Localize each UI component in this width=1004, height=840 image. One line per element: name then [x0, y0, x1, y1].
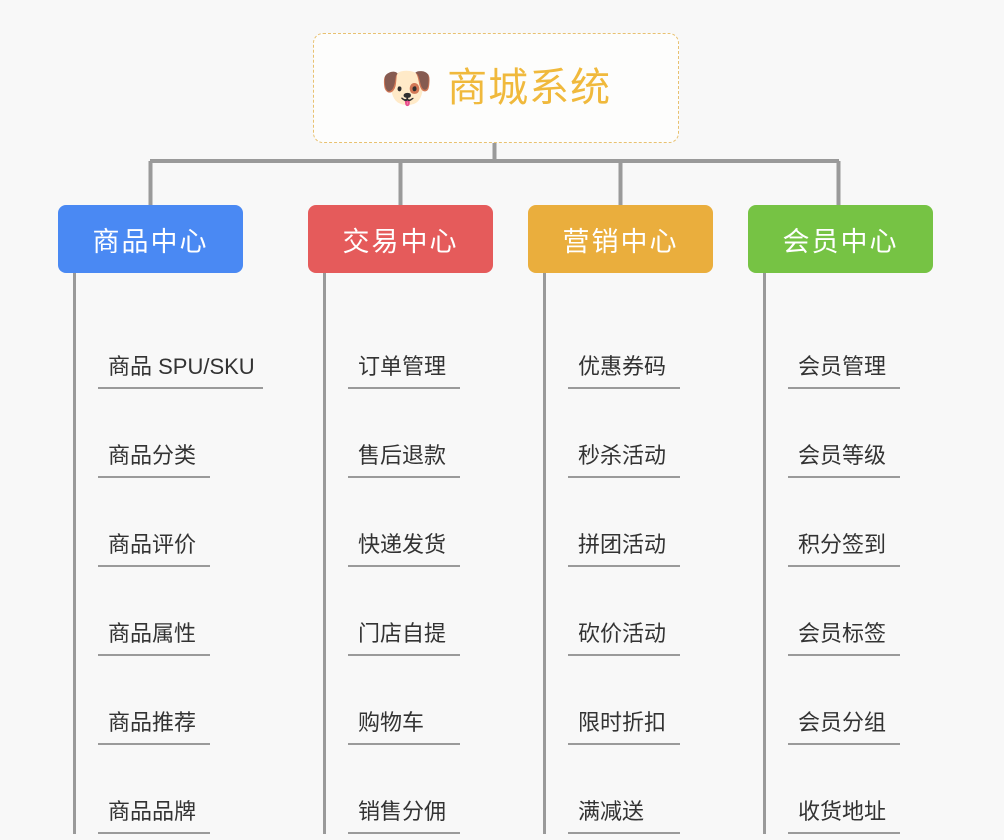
category-label: 营销中心	[562, 226, 679, 257]
leaf-item[interactable]: 商品 SPU/SKU	[76, 300, 278, 389]
leaf-label: 满减送	[568, 798, 680, 834]
category-label: 交易中心	[342, 226, 459, 257]
leaf-label: 快递发货	[348, 531, 460, 567]
leaf-label: 门店自提	[348, 620, 460, 656]
leaf-stack-marketing: 优惠券码 秒杀活动 拼团活动 砍价活动 限时折扣 满减送	[543, 273, 748, 834]
category-column-marketing: 营销中心 优惠券码 秒杀活动 拼团活动 砍价活动 限时折扣 满减送	[528, 205, 748, 834]
leaf-label: 销售分佣	[348, 798, 460, 834]
leaf-stack-trade: 订单管理 售后退款 快递发货 门店自提 购物车 销售分佣	[323, 273, 528, 834]
leaf-label: 会员分组	[788, 709, 900, 745]
leaf-item[interactable]: 拼团活动	[546, 478, 748, 567]
category-header-marketing[interactable]: 营销中心	[528, 205, 713, 273]
leaf-item[interactable]: 会员管理	[766, 300, 968, 389]
leaf-item[interactable]: 砍价活动	[546, 567, 748, 656]
leaf-item[interactable]: 商品分类	[76, 389, 278, 478]
leaf-label: 收货地址	[788, 798, 900, 834]
leaf-label: 拼团活动	[568, 531, 680, 567]
leaf-item[interactable]: 门店自提	[326, 567, 528, 656]
category-column-product: 商品中心 商品 SPU/SKU 商品分类 商品评价 商品属性 商品推荐 商品品牌	[58, 205, 278, 834]
leaf-label: 商品 SPU/SKU	[98, 353, 263, 389]
leaf-label: 积分签到	[788, 531, 900, 567]
leaf-item[interactable]: 优惠券码	[546, 300, 748, 389]
leaf-item[interactable]: 快递发货	[326, 478, 528, 567]
leaf-item[interactable]: 商品评价	[76, 478, 278, 567]
leaf-item[interactable]: 秒杀活动	[546, 389, 748, 478]
leaf-item[interactable]: 售后退款	[326, 389, 528, 478]
root-title: 商城系统	[447, 66, 612, 110]
leaf-label: 商品品牌	[98, 798, 210, 834]
leaf-label: 购物车	[348, 709, 460, 745]
leaf-item[interactable]: 限时折扣	[546, 656, 748, 745]
category-header-product[interactable]: 商品中心	[58, 205, 243, 273]
leaf-label: 订单管理	[348, 353, 460, 389]
leaf-label: 砍价活动	[568, 620, 680, 656]
leaf-label: 商品属性	[98, 620, 210, 656]
leaf-item[interactable]: 商品品牌	[76, 745, 278, 834]
leaf-stack-product: 商品 SPU/SKU 商品分类 商品评价 商品属性 商品推荐 商品品牌	[73, 273, 278, 834]
leaf-item[interactable]: 购物车	[326, 656, 528, 745]
leaf-label: 商品评价	[98, 531, 210, 567]
category-column-member: 会员中心 会员管理 会员等级 积分签到 会员标签 会员分组 收货地址	[748, 205, 968, 834]
category-header-trade[interactable]: 交易中心	[308, 205, 493, 273]
leaf-item[interactable]: 商品属性	[76, 567, 278, 656]
leaf-item[interactable]: 会员分组	[766, 656, 968, 745]
leaf-label: 售后退款	[348, 442, 460, 478]
category-header-member[interactable]: 会员中心	[748, 205, 933, 273]
leaf-label: 商品推荐	[98, 709, 210, 745]
leaf-item[interactable]: 满减送	[546, 745, 748, 834]
leaf-stack-member: 会员管理 会员等级 积分签到 会员标签 会员分组 收货地址	[763, 273, 968, 834]
leaf-item[interactable]: 商品推荐	[76, 656, 278, 745]
leaf-item[interactable]: 收货地址	[766, 745, 968, 834]
leaf-label: 秒杀活动	[568, 442, 680, 478]
leaf-item[interactable]: 订单管理	[326, 300, 528, 389]
leaf-item[interactable]: 会员等级	[766, 389, 968, 478]
leaf-label: 会员等级	[788, 442, 900, 478]
leaf-label: 商品分类	[98, 442, 210, 478]
leaf-label: 优惠券码	[568, 353, 680, 389]
category-label: 商品中心	[92, 226, 209, 257]
category-column-trade: 交易中心 订单管理 售后退款 快递发货 门店自提 购物车 销售分佣	[308, 205, 528, 834]
leaf-label: 会员标签	[788, 620, 900, 656]
leaf-item[interactable]: 会员标签	[766, 567, 968, 656]
leaf-item[interactable]: 积分签到	[766, 478, 968, 567]
leaf-label: 限时折扣	[568, 709, 680, 745]
leaf-item[interactable]: 销售分佣	[326, 745, 528, 834]
dog-face-icon: 🐶	[380, 64, 434, 111]
category-label: 会员中心	[782, 226, 899, 257]
leaf-label: 会员管理	[788, 353, 900, 389]
root-node[interactable]: 🐶 商城系统	[313, 33, 679, 143]
